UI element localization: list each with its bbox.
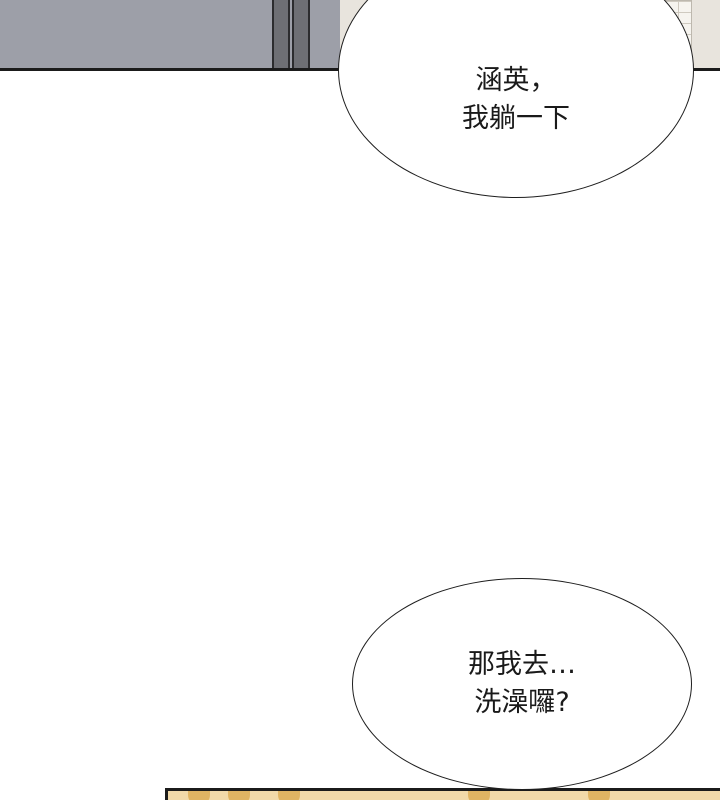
hair-illustration <box>588 791 610 800</box>
hair-illustration <box>278 791 300 800</box>
dialogue-line: 涵英， <box>475 65 557 96</box>
chair-frame <box>272 0 290 70</box>
dialogue-line: 洗澡囉? <box>474 687 570 718</box>
speech-bubble-text: 涵英， 我躺一下 <box>462 62 570 138</box>
chair-frame <box>292 0 310 70</box>
hair-illustration <box>228 791 250 800</box>
dialogue-line: 我躺一下 <box>462 103 570 134</box>
dialogue-line: 那我去… <box>468 649 576 680</box>
hair-illustration <box>468 791 490 800</box>
speech-bubble-text: 那我去… 洗澡囉? <box>468 646 576 722</box>
bottom-comic-panel <box>165 788 720 800</box>
speech-bubble-top: 涵英， 我躺一下 <box>338 0 694 198</box>
speech-bubble-bottom: 那我去… 洗澡囉? <box>352 578 692 790</box>
hair-illustration <box>188 791 210 800</box>
